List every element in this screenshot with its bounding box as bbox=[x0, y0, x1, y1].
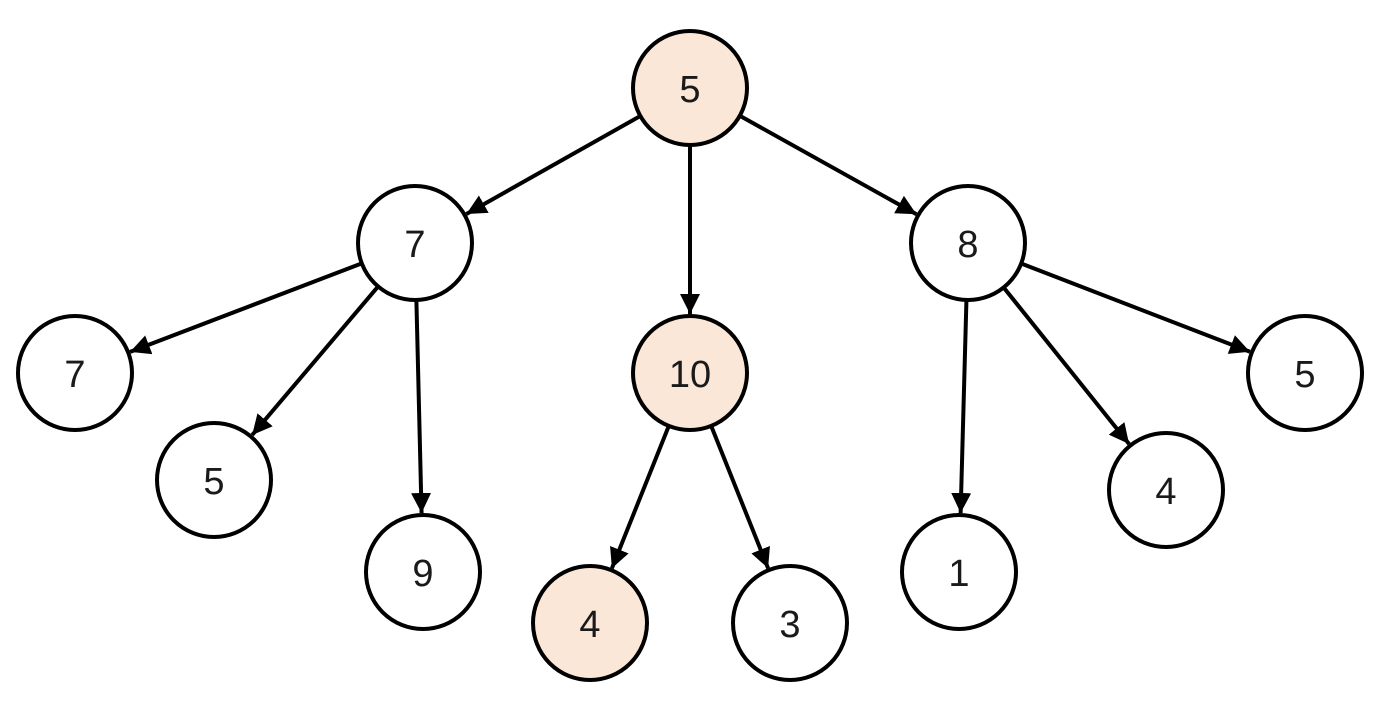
node-value-label: 7 bbox=[404, 224, 425, 266]
node-circle bbox=[909, 184, 1027, 302]
edge-arrow-n8-n4b bbox=[1002, 286, 1131, 446]
edge-arrow-n8-n1 bbox=[951, 299, 972, 514]
edge-arrow-n10-n4a bbox=[610, 425, 671, 569]
tree-node-n9: 9 bbox=[364, 513, 482, 631]
node-value-label: 4 bbox=[579, 604, 600, 646]
node-circle bbox=[731, 564, 849, 682]
node-circle bbox=[364, 513, 482, 631]
node-circle bbox=[900, 513, 1018, 631]
node-circle-highlighted bbox=[631, 314, 749, 432]
node-value-label: 5 bbox=[679, 69, 700, 111]
tree-node-n4a: 4 bbox=[531, 564, 649, 682]
node-value-label: 5 bbox=[203, 461, 224, 503]
node-circle bbox=[155, 421, 273, 539]
tree-node-n3: 3 bbox=[731, 564, 849, 682]
node-circle bbox=[356, 184, 474, 302]
edges-layer bbox=[129, 114, 1251, 569]
node-circle bbox=[1107, 431, 1225, 549]
tree-node-root: 5 bbox=[631, 29, 749, 147]
edge-arrow-root-n8 bbox=[738, 114, 918, 217]
tree-node-n4b: 4 bbox=[1107, 431, 1225, 549]
edge-arrow-n10-n3 bbox=[709, 425, 770, 569]
node-circle-highlighted bbox=[531, 564, 649, 682]
node-circle bbox=[16, 314, 134, 432]
node-value-label: 4 bbox=[1155, 471, 1176, 513]
node-value-label: 3 bbox=[779, 604, 800, 646]
node-value-label: 9 bbox=[412, 553, 433, 595]
nodes-layer: 5 7 10 8 7 5 9 4 3 1 4 5 bbox=[16, 29, 1364, 682]
node-value-label: 8 bbox=[957, 224, 978, 266]
edge-arrow-root-n7a bbox=[465, 114, 642, 216]
edge-arrow-n7a-n7b bbox=[129, 261, 363, 355]
edge-arrow-n7a-n5a bbox=[250, 285, 380, 437]
node-value-label: 7 bbox=[64, 354, 85, 396]
edge-arrow-n7a-n9 bbox=[411, 299, 432, 514]
edge-arrow-n8-n5b bbox=[1020, 261, 1251, 354]
tree-node-n5a: 5 bbox=[155, 421, 273, 539]
tree-node-n10: 10 bbox=[631, 314, 749, 432]
node-circle-highlighted bbox=[631, 29, 749, 147]
tree-node-n7a: 7 bbox=[356, 184, 474, 302]
tree-node-n1: 1 bbox=[900, 513, 1018, 631]
node-value-label: 10 bbox=[669, 354, 711, 396]
tree-node-n5b: 5 bbox=[1246, 314, 1364, 432]
tree-node-n7b: 7 bbox=[16, 314, 134, 432]
tree-node-n8: 8 bbox=[909, 184, 1027, 302]
node-value-label: 1 bbox=[948, 553, 969, 595]
node-circle bbox=[1246, 314, 1364, 432]
node-value-label: 5 bbox=[1294, 354, 1315, 396]
